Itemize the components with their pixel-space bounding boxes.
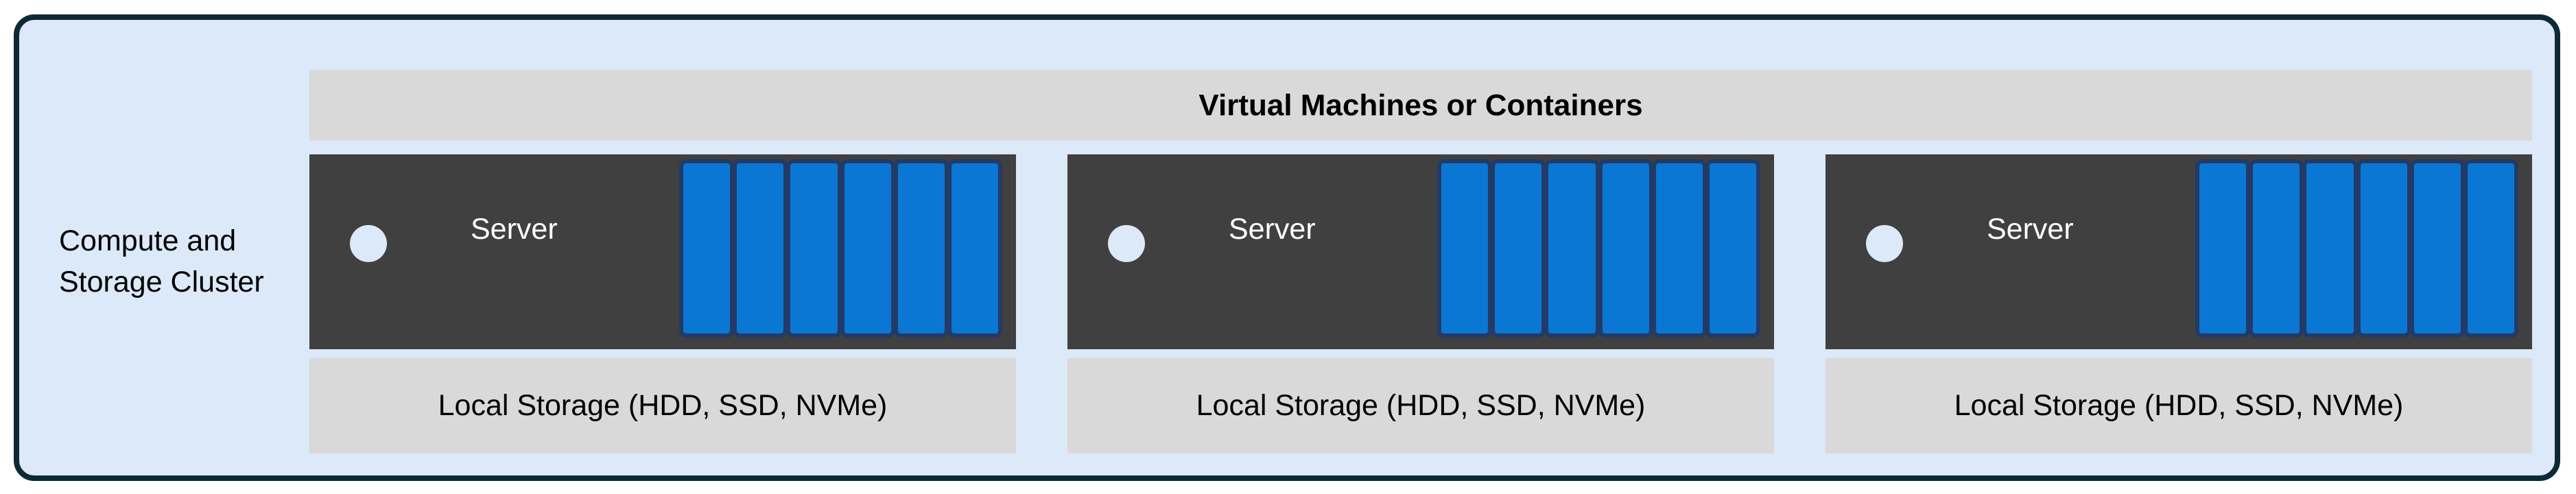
disk-icon <box>2463 159 2519 338</box>
cluster-container: Compute and Storage Cluster Virtual Mach… <box>14 14 2560 481</box>
server-label: Server <box>471 213 558 246</box>
disk-icon <box>786 159 842 338</box>
disk-icon <box>1598 159 1653 338</box>
local-storage-bar: Local Storage (HDD, SSD, NVMe) <box>309 358 1016 454</box>
disk-icon <box>1705 159 1761 338</box>
server-box: Server <box>1067 154 1774 349</box>
disk-icon <box>2302 159 2358 338</box>
server-led-icon <box>1108 225 1145 262</box>
disk-icon <box>893 159 949 338</box>
local-storage-label: Local Storage (HDD, SSD, NVMe) <box>1954 389 2404 422</box>
local-storage-label: Local Storage (HDD, SSD, NVMe) <box>438 389 888 422</box>
server-column: Server Local Storage (HDD, SSD, NVMe) <box>309 20 1016 494</box>
disk-icon <box>947 159 1003 338</box>
server-label: Server <box>1987 213 2074 246</box>
local-storage-bar: Local Storage (HDD, SSD, NVMe) <box>1825 358 2532 454</box>
cluster-label: Compute and Storage Cluster <box>59 224 264 298</box>
server-box: Server <box>1825 154 2532 349</box>
server-label: Server <box>1229 213 1316 246</box>
disk-icon <box>679 159 735 338</box>
disk-icon <box>733 159 788 338</box>
disk-icon <box>1544 159 1600 338</box>
disk-icon <box>1437 159 1493 338</box>
disk-icon <box>840 159 895 338</box>
disk-icon <box>2356 159 2411 338</box>
vm-header-label: Virtual Machines or Containers <box>1198 88 1643 122</box>
disk-icon <box>2249 159 2304 338</box>
disk-icon <box>1651 159 1707 338</box>
local-storage-bar: Local Storage (HDD, SSD, NVMe) <box>1067 358 1774 454</box>
server-column: Server Local Storage (HDD, SSD, NVMe) <box>1067 20 1774 494</box>
server-led-icon <box>1866 225 1903 262</box>
server-led-icon <box>350 225 387 262</box>
disk-icon <box>1491 159 1546 338</box>
disk-array <box>1437 159 1761 338</box>
disk-icon <box>2195 159 2251 338</box>
disk-array <box>679 159 1003 338</box>
server-column: Server Local Storage (HDD, SSD, NVMe) <box>1825 20 2532 494</box>
vm-header-bar: Virtual Machines or Containers <box>309 70 2532 141</box>
local-storage-label: Local Storage (HDD, SSD, NVMe) <box>1196 389 1646 422</box>
disk-array <box>2195 159 2519 338</box>
disk-icon <box>2409 159 2465 338</box>
server-box: Server <box>309 154 1016 349</box>
